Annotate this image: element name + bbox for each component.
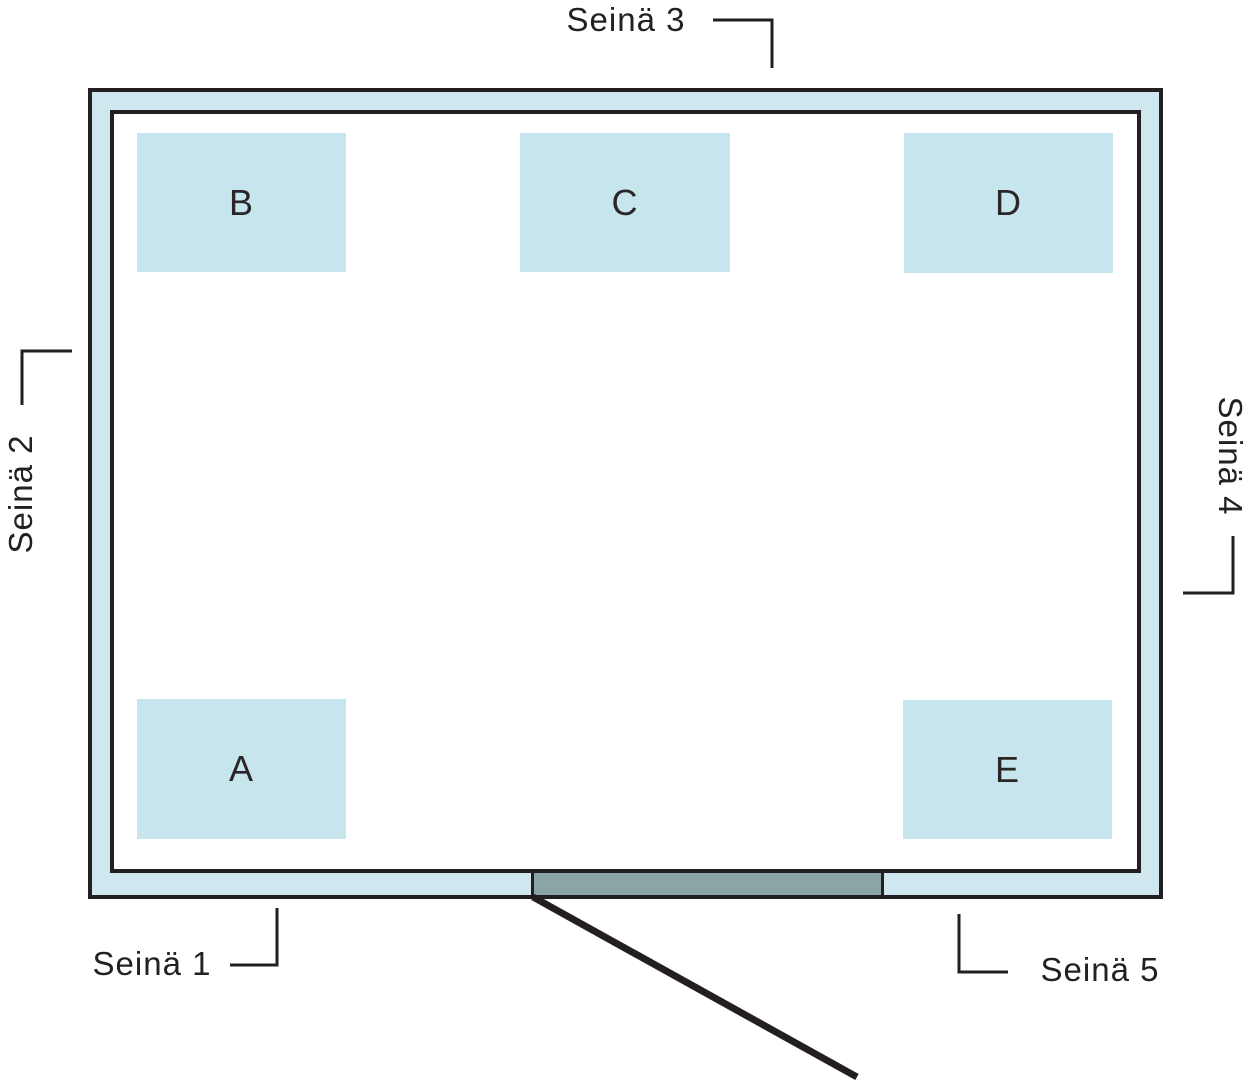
zone-e: E [903, 700, 1112, 839]
wall-label-seina-2: Seinä 2 [2, 434, 39, 554]
wall-label-seina-1: Seinä 1 [92, 945, 212, 982]
seina5-leader-line [957, 914, 1008, 974]
zone-c-label: C [611, 181, 639, 223]
seina2-leader-line [20, 349, 72, 405]
zone-d-label: D [995, 182, 1022, 223]
door-opening [531, 870, 884, 898]
zone-e-label: E [994, 748, 1020, 790]
seina4-leader-line [1183, 536, 1235, 595]
door-swing-line [531, 893, 859, 1081]
zone-c: C [520, 133, 730, 272]
wall-label-seina-5: Seinä 5 [1040, 951, 1160, 988]
seina1-leader-line [230, 908, 279, 967]
zone-a: A [137, 699, 346, 839]
zone-b: B [137, 133, 346, 272]
zone-a-label: A [228, 748, 254, 789]
wall-label-seina-3: Seinä 3 [566, 1, 686, 38]
zone-d: D [904, 133, 1113, 273]
seina3-leader-line [713, 18, 774, 68]
zone-b-label: B [228, 181, 254, 223]
wall-label-seina-4: Seinä 4 [1212, 396, 1249, 516]
